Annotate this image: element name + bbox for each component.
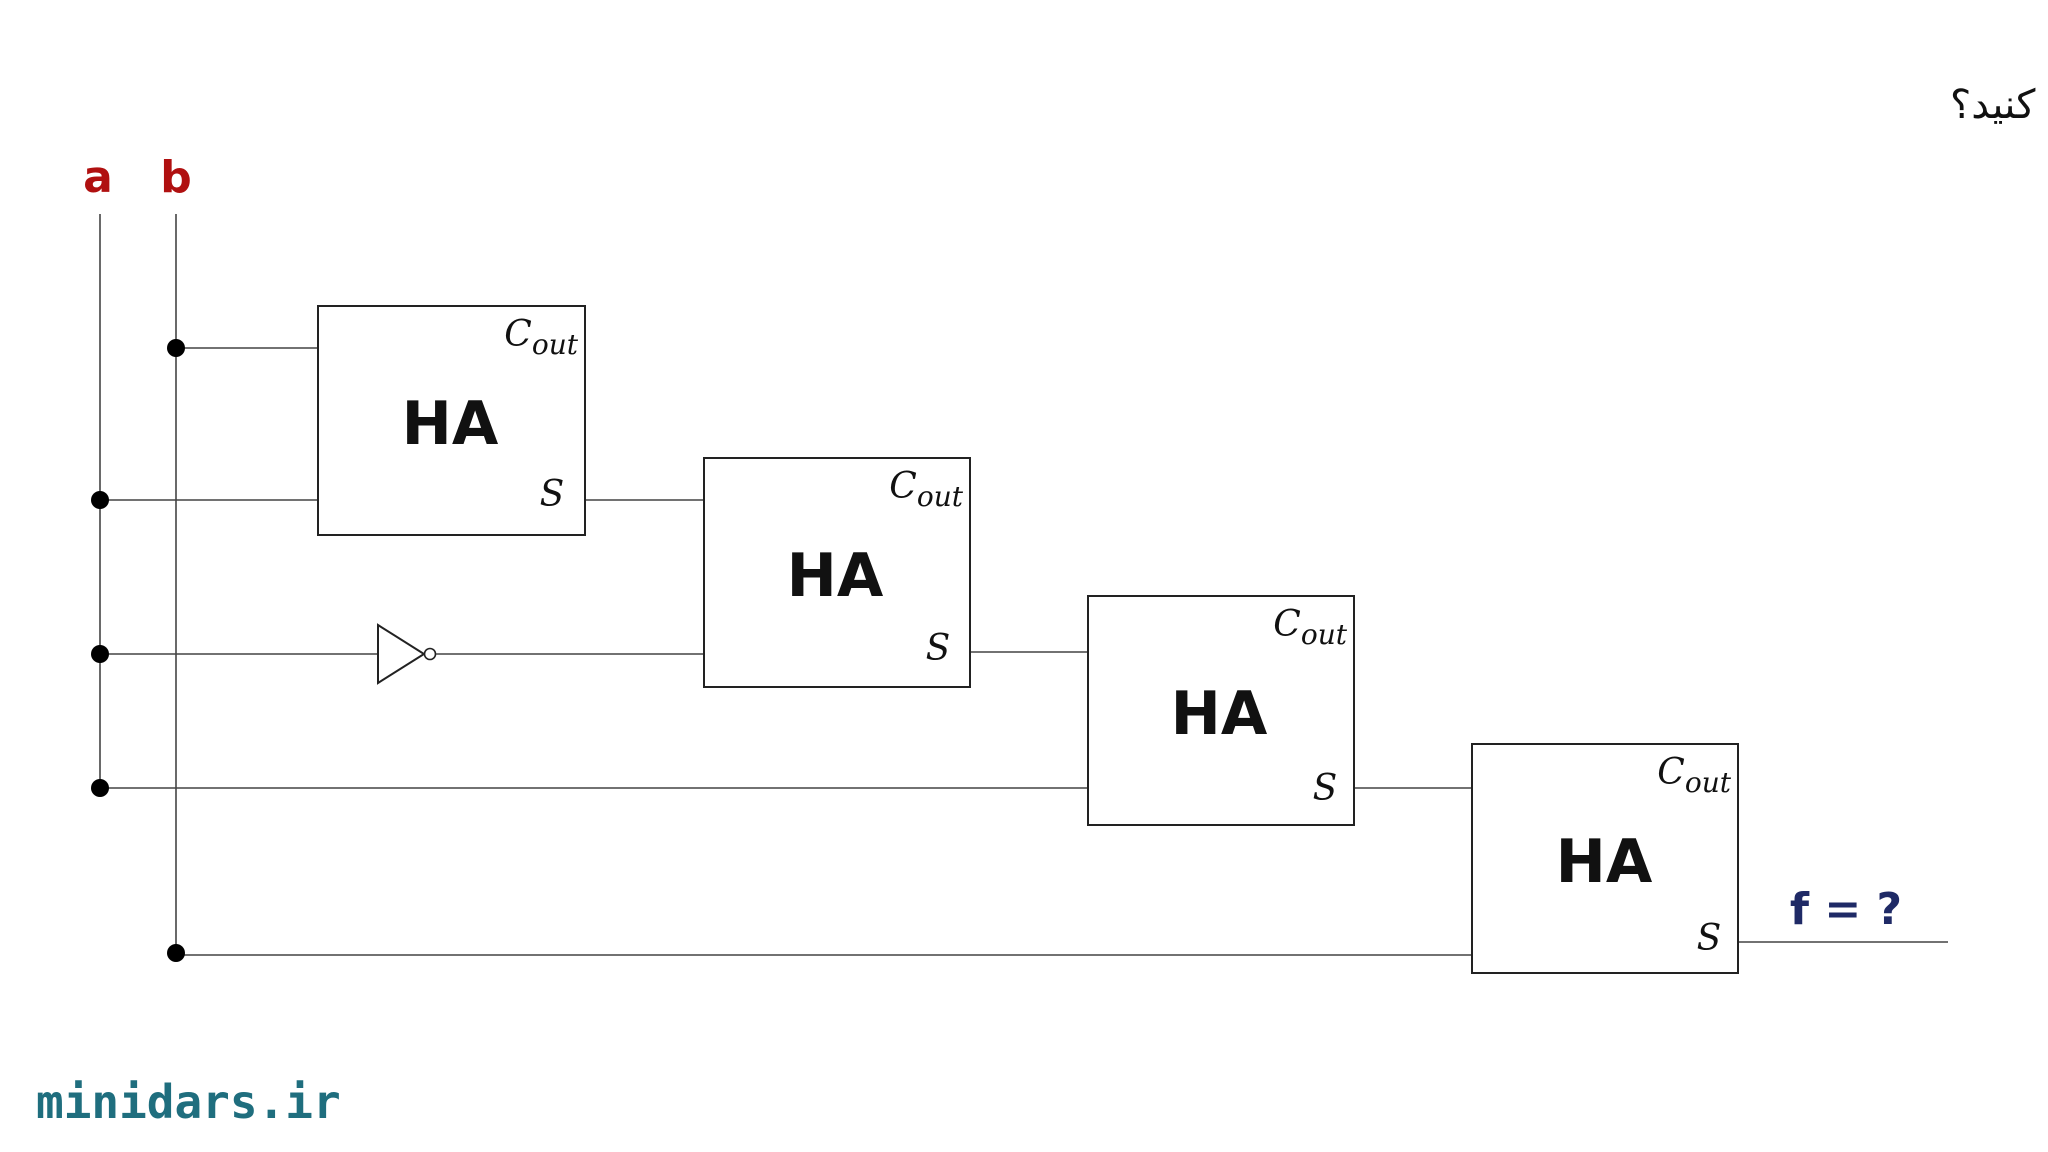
junction-dot-a-ha3	[91, 779, 109, 797]
carry-out-label: Cout	[1657, 752, 1731, 799]
half-adder-label: HA	[402, 389, 499, 459]
half-adder-label: HA	[1556, 827, 1653, 897]
half-adder-4: HA Cout S	[1471, 743, 1739, 974]
not-gate-icon	[377, 623, 426, 685]
output-label: f = ?	[1790, 884, 1902, 935]
junction-dot-b-ha1	[167, 339, 185, 357]
not-gate-bubble	[423, 647, 437, 661]
sum-label: S	[540, 474, 565, 515]
input-label-a: a	[83, 152, 113, 203]
sum-label: S	[926, 628, 951, 669]
half-adder-3: HA Cout S	[1087, 595, 1355, 826]
carry-out-label: Cout	[504, 314, 578, 361]
half-adder-box	[1471, 743, 1739, 974]
half-adder-2: HA Cout S	[703, 457, 971, 688]
half-adder-box	[1087, 595, 1355, 826]
junction-dot-a-not	[91, 645, 109, 663]
half-adder-label: HA	[787, 541, 884, 611]
half-adder-label: HA	[1171, 679, 1268, 749]
half-adder-box	[317, 305, 586, 536]
watermark-logo: minidars.ir	[36, 1075, 341, 1129]
sum-label: S	[1313, 768, 1338, 809]
half-adder-box	[703, 457, 971, 688]
input-label-b: b	[160, 152, 192, 203]
carry-out-label: Cout	[889, 466, 963, 513]
carry-out-label: Cout	[1273, 604, 1347, 651]
junction-dot-a-ha1	[91, 491, 109, 509]
question-title: با توجه به مدار طراحی شده، مقدار خروجی f…	[1950, 82, 2048, 128]
half-adder-1: HA Cout S	[317, 305, 586, 536]
sum-label: S	[1697, 918, 1722, 959]
junction-dot-b-ha4	[167, 944, 185, 962]
